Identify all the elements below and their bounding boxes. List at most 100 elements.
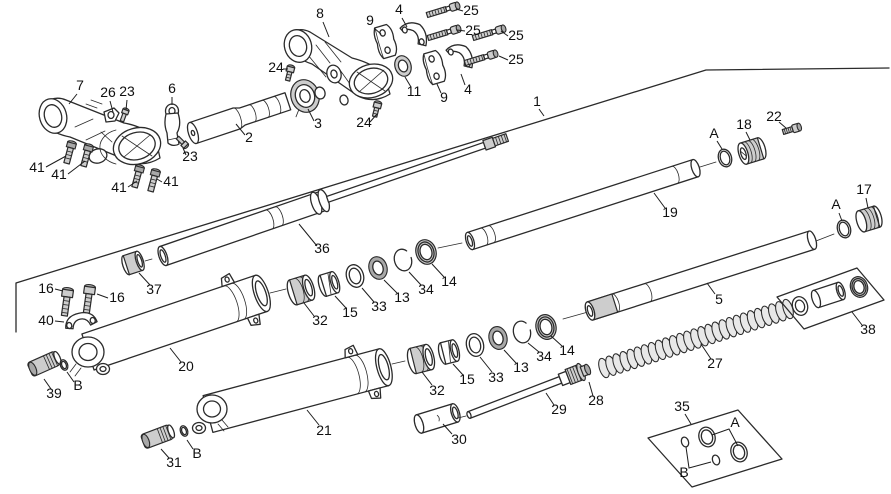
bolt-16-a (58, 286, 75, 318)
part-26-stop (103, 107, 120, 123)
callout-label: 16 (38, 280, 54, 296)
callout-41-d: 41 (156, 173, 179, 189)
callout-label: 33 (371, 298, 387, 314)
callout-label: 8 (316, 5, 324, 21)
callout-label: 25 (463, 2, 479, 18)
part-31-axle-pin (139, 422, 177, 450)
oring-b-1 (58, 358, 70, 372)
part-37-bushing (121, 250, 145, 276)
callout-7: 7 (68, 77, 84, 105)
bolt-24-a (283, 63, 296, 83)
part-19-damper-rod (464, 158, 701, 251)
screw-22 (781, 122, 803, 135)
callout-label: 37 (146, 281, 162, 297)
callout-label: 4 (464, 81, 472, 97)
callout-25-a: 25 (455, 2, 479, 18)
callout-a-2: A (831, 196, 843, 222)
part-28-adjuster (564, 362, 592, 386)
callout-14-b: 14 (550, 335, 575, 358)
callout-label: 20 (178, 358, 194, 374)
part-11-ring (394, 55, 412, 77)
callout-14-a: 14 (431, 263, 457, 289)
callout-label: 18 (736, 116, 752, 132)
callout-label: 30 (451, 431, 467, 447)
callout-29: 29 (545, 392, 567, 417)
part-30-spacer (413, 403, 461, 434)
callout-label: 22 (766, 108, 782, 124)
oring-a-1 (715, 146, 735, 170)
callout-label: 15 (459, 371, 475, 387)
callout-31: 31 (160, 448, 182, 470)
callout-24-b: 24 (356, 113, 378, 130)
part-40-axle-clamp (65, 312, 98, 330)
callout-a-3: A (711, 414, 740, 447)
callout-label: 39 (46, 385, 62, 401)
callout-2: 2 (235, 123, 253, 145)
callout-20: 20 (169, 347, 194, 374)
callout-label: 41 (51, 166, 67, 182)
callout-4-a: 4 (395, 1, 408, 28)
callout-9-a: 9 (366, 12, 382, 35)
callout-21: 21 (306, 409, 332, 438)
callout-label: 24 (356, 114, 372, 130)
callout-label: 9 (440, 89, 448, 105)
callout-13-a: 13 (383, 279, 410, 305)
callout-25-d: 25 (498, 51, 524, 67)
callout-24-a: 24 (268, 59, 288, 75)
callout-28: 28 (588, 381, 604, 408)
callout-label: B (73, 377, 82, 393)
callout-label: A (831, 196, 841, 212)
part-4-clamp-cap-a (398, 18, 430, 52)
callout-34-a: 34 (408, 271, 434, 297)
callout-label: 25 (465, 22, 481, 38)
callout-label: 11 (407, 83, 422, 99)
bushing-15-a (315, 269, 343, 299)
callout-16-a: 16 (38, 280, 64, 296)
callout-label: 23 (119, 83, 135, 99)
callout-34-b: 34 (527, 342, 552, 364)
bolt-25-b (426, 23, 463, 43)
part-36-cartridge-tube (157, 133, 510, 267)
washer-33-a (342, 261, 368, 291)
oil-seal-13-a (365, 253, 391, 283)
callout-1: 1 (533, 93, 545, 117)
callout-35: 35 (674, 398, 692, 425)
callout-41-c: 41 (111, 179, 138, 195)
callout-label: 25 (508, 27, 524, 43)
callout-41-b: 41 (51, 160, 86, 182)
callout-label: 31 (166, 454, 182, 470)
callout-label: 41 (29, 159, 45, 175)
callout-label: A (730, 414, 740, 430)
callout-label: 24 (268, 59, 284, 75)
screw-23-a (118, 106, 131, 123)
bushing-15-b (435, 338, 463, 366)
part-21-axle-lug (191, 394, 229, 435)
callout-23-a: 23 (119, 83, 135, 111)
callout-label: 14 (559, 342, 575, 358)
callout-label: A (709, 125, 719, 141)
kit-38-plate (776, 267, 885, 330)
callout-label: 2 (245, 129, 253, 145)
part-8-upper-triple-clamp (283, 28, 394, 106)
callout-label: 3 (314, 115, 322, 131)
callout-label: 29 (551, 401, 567, 417)
callout-22: 22 (766, 108, 787, 129)
callout-label: 25 (508, 51, 524, 67)
callout-label: 13 (513, 359, 529, 375)
seal-holder-32-b (404, 342, 438, 376)
bolt-16-b (80, 283, 97, 315)
callout-16-b: 16 (96, 289, 125, 305)
callout-19: 19 (653, 192, 678, 220)
callout-label: 34 (536, 348, 552, 364)
bolt-25-a (425, 0, 462, 20)
callout-32-b: 32 (421, 371, 445, 398)
callout-label: 6 (168, 80, 176, 96)
part-6-lever (164, 103, 181, 147)
callout-25-c: 25 (500, 27, 524, 43)
callout-13-b: 13 (503, 349, 529, 375)
part-29-push-rod (466, 362, 592, 419)
callout-38: 38 (851, 311, 876, 337)
callout-33-b: 33 (479, 356, 504, 385)
callout-label: 4 (395, 1, 403, 17)
